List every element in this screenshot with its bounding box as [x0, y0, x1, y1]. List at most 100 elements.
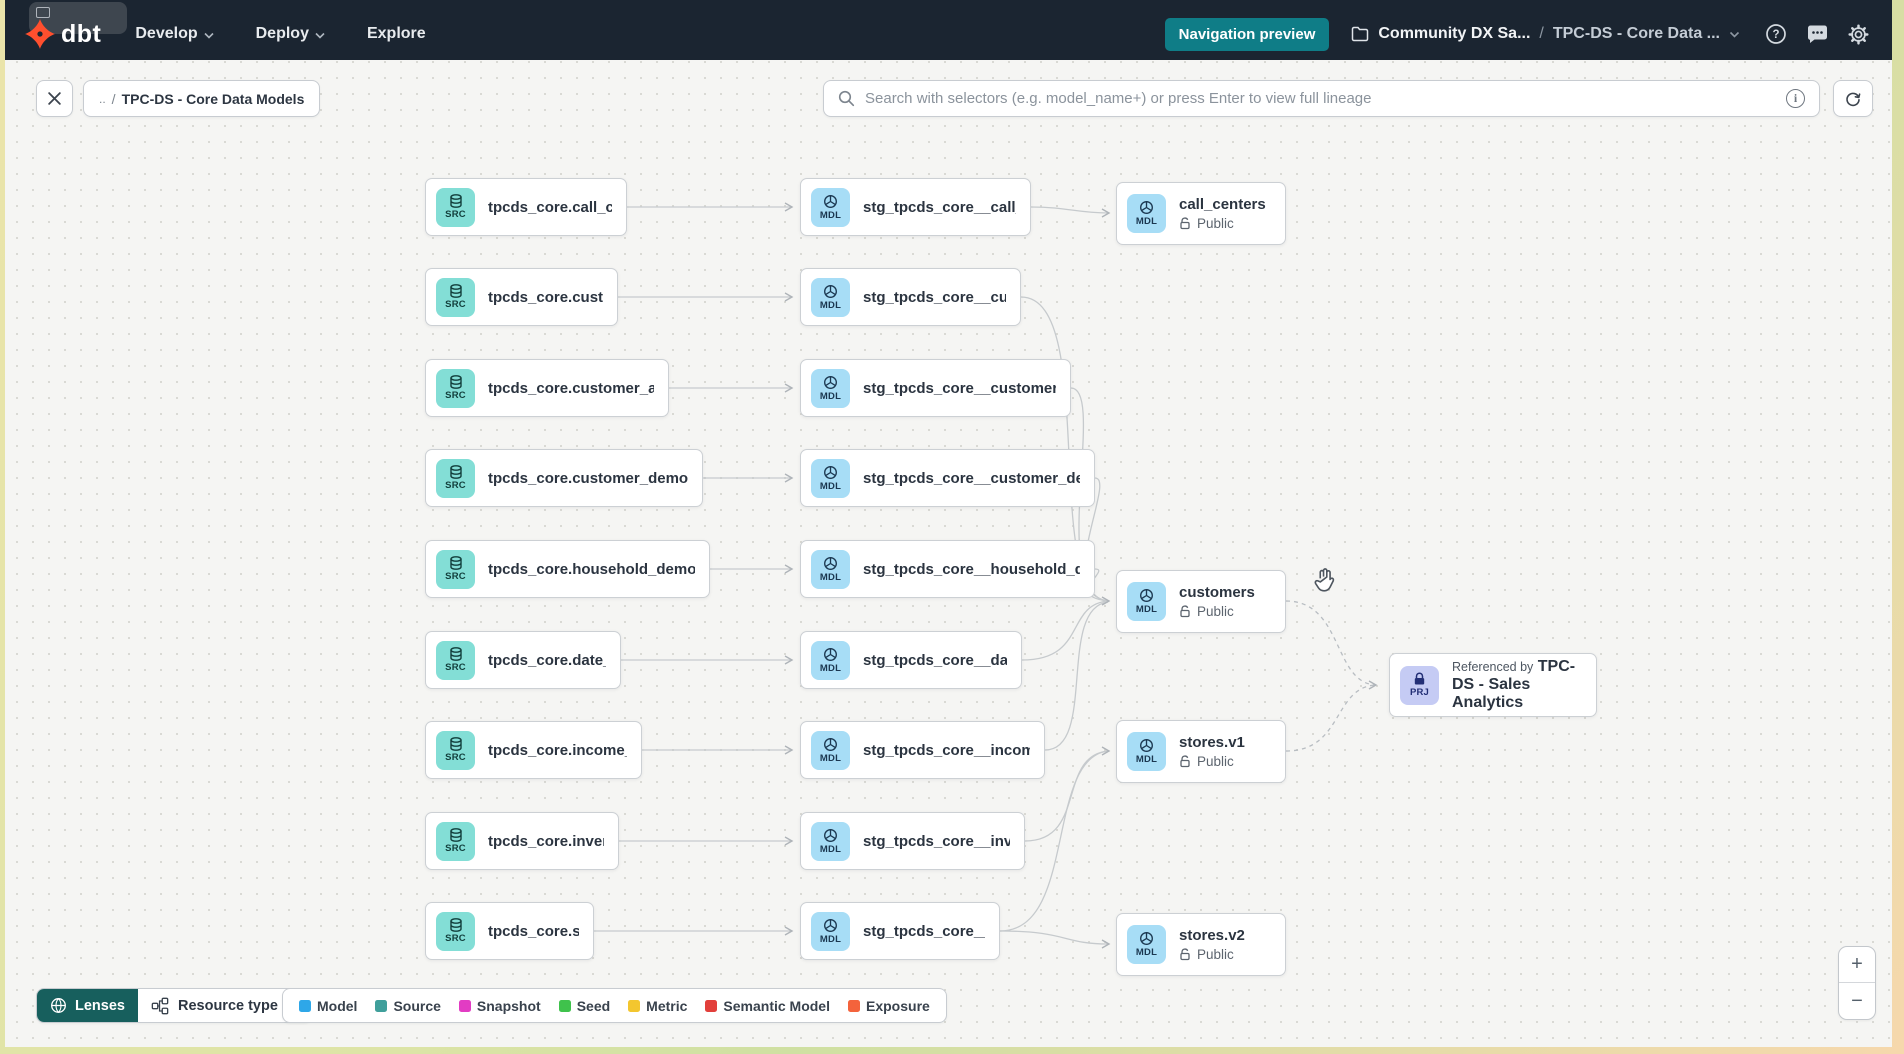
model-node-stg-store[interactable]: MDL stg_tpcds_core__store [800, 902, 1000, 960]
top-navbar: dbt Develop Deploy Explore Navigation pr… [5, 0, 1892, 60]
chevron-down-icon [204, 32, 214, 39]
zoom-controls: + − [1838, 946, 1876, 1020]
public-lock-icon [1180, 755, 1190, 768]
legend-item-metric: Metric [628, 998, 687, 1014]
search-icon [838, 90, 855, 107]
source-node-customer-demographics[interactable]: SRC tpcds_core.customer_demographics [425, 449, 703, 507]
model-badge: MDL [811, 368, 850, 408]
referenced-by-label: Referenced by [1452, 660, 1534, 674]
close-icon [48, 92, 61, 105]
folder-icon [1352, 26, 1369, 42]
navigation-preview-button[interactable]: Navigation preview [1164, 17, 1330, 51]
snapshot-swatch [458, 999, 471, 1012]
model-node-stg-inventory[interactable]: MDL stg_tpcds_core__inventory [800, 812, 1025, 870]
source-badge: SRC [436, 549, 475, 589]
help-icon[interactable]: ? [1764, 22, 1788, 46]
legend-item-exposure: Exposure [848, 998, 930, 1014]
source-node-store[interactable]: SRC tpcds_core.store [425, 902, 594, 960]
model-node-call-centers[interactable]: MDL call_centers Public [1116, 182, 1286, 245]
legend-item-source: Source [375, 998, 441, 1014]
source-node-call-center[interactable]: SRC tpcds_core.call_center [425, 178, 627, 236]
model-badge: MDL [811, 277, 850, 317]
settings-gear-icon[interactable] [1846, 22, 1870, 46]
source-swatch [375, 999, 388, 1012]
lenses-icon [51, 998, 66, 1013]
source-badge: SRC [436, 458, 475, 498]
zoom-in-button[interactable]: + [1839, 947, 1875, 983]
model-node-customers[interactable]: MDL customers Public [1116, 570, 1286, 633]
model-node-stg-customer-demographics[interactable]: MDL stg_tpcds_core__customer_demogra... [800, 449, 1095, 507]
model-badge: MDL [811, 187, 850, 227]
source-node-inventory[interactable]: SRC tpcds_core.inventory [425, 812, 619, 870]
resource-type-legend: Model Source Snapshot Seed Metric Semant… [282, 988, 947, 1023]
legend-item-snapshot: Snapshot [458, 998, 541, 1014]
feedback-icon[interactable] [1805, 22, 1829, 46]
zoom-out-button[interactable]: − [1851, 989, 1863, 1012]
model-badge: MDL [811, 730, 850, 770]
model-node-stg-customer-address[interactable]: MDL stg_tpcds_core__customer_address [800, 359, 1071, 417]
source-badge: SRC [436, 730, 475, 770]
model-node-stg-household-demographics[interactable]: MDL stg_tpcds_core__household_demogr... [800, 540, 1095, 598]
model-badge: MDL [811, 549, 850, 589]
lenses-button[interactable]: Lenses [37, 989, 138, 1022]
public-lock-icon [1180, 948, 1190, 961]
model-node-stg-customer[interactable]: MDL stg_tpcds_core__customer [800, 268, 1021, 326]
refresh-lineage-button[interactable] [1833, 80, 1873, 117]
nav-menu-develop[interactable]: Develop [135, 25, 214, 43]
close-lineage-button[interactable] [36, 80, 73, 117]
semantic-model-swatch [705, 999, 718, 1012]
breadcrumb-separator: / [1539, 25, 1544, 42]
model-badge: MDL [811, 821, 850, 861]
chevron-down-icon [1729, 31, 1740, 38]
project-name: TPC-DS - Sales Analytics [1452, 658, 1576, 711]
project-node-sales-analytics[interactable]: PRJ Referenced by TPC-DS - Sales Analyti… [1389, 653, 1597, 717]
model-badge: MDL [1127, 194, 1166, 233]
breadcrumb-page: TPC-DS - Core Data ... [1552, 25, 1720, 42]
source-badge: SRC [436, 821, 475, 861]
breadcrumb-project: Community DX Sa... [1378, 25, 1531, 42]
chevron-down-icon [315, 32, 325, 39]
source-node-customer-address[interactable]: SRC tpcds_core.customer_address [425, 359, 669, 417]
app-window: dbt Develop Deploy Explore Navigation pr… [5, 0, 1892, 1047]
lineage-path-chip[interactable]: .. / TPC-DS - Core Data Models [83, 80, 321, 117]
model-badge: MDL [811, 911, 850, 951]
model-node-stg-date-dim[interactable]: MDL stg_tpcds_core__date_dim [800, 631, 1022, 689]
model-node-stores-v1[interactable]: MDL stores.v1 Public [1116, 720, 1286, 783]
model-node-stg-call-center[interactable]: MDL stg_tpcds_core__call_center [800, 178, 1031, 236]
brand-name: dbt [61, 19, 102, 48]
lineage-search-bar: i [823, 80, 1820, 117]
public-lock-icon [1180, 217, 1190, 230]
source-badge: SRC [436, 640, 475, 680]
project-badge: PRJ [1400, 665, 1439, 705]
source-badge: SRC [436, 277, 475, 317]
capture-icon [36, 7, 50, 18]
source-node-customer[interactable]: SRC tpcds_core.customer [425, 268, 618, 326]
model-badge: MDL [1127, 732, 1166, 771]
dbt-logo-icon [25, 19, 55, 49]
legend-item-semantic-model: Semantic Model [705, 998, 830, 1014]
nav-menu-deploy[interactable]: Deploy [256, 25, 325, 43]
model-node-stg-income-band[interactable]: MDL stg_tpcds_core__income_band [800, 721, 1045, 779]
breadcrumb[interactable]: Community DX Sa... / TPC-DS - Core Data … [1351, 25, 1740, 43]
source-node-household-demographics[interactable]: SRC tpcds_core.household_demographics [425, 540, 710, 598]
source-badge: SRC [436, 368, 475, 408]
refresh-icon [1846, 92, 1861, 106]
metric-swatch [628, 999, 641, 1012]
search-info-icon[interactable]: i [1786, 89, 1805, 108]
source-badge: SRC [436, 187, 475, 227]
source-node-income-band[interactable]: SRC tpcds_core.income_band [425, 721, 642, 779]
source-node-date-dim[interactable]: SRC tpcds_core.date_dim [425, 631, 621, 689]
seed-swatch [558, 999, 571, 1012]
exposure-swatch [848, 999, 860, 1012]
model-badge: MDL [1127, 925, 1166, 964]
source-badge: SRC [436, 911, 475, 951]
lineage-canvas[interactable]: SRC tpcds_core.call_center SRC tpcds_cor… [5, 60, 1892, 1047]
legend-item-seed: Seed [558, 998, 610, 1014]
dbt-logo[interactable]: dbt [25, 19, 101, 49]
model-swatch [299, 999, 311, 1012]
model-badge: MDL [1127, 582, 1166, 621]
search-input[interactable] [865, 90, 1776, 107]
model-node-stores-v2[interactable]: MDL stores.v2 Public [1116, 913, 1286, 976]
nav-menu-explore[interactable]: Explore [366, 25, 426, 42]
model-badge: MDL [811, 458, 850, 498]
